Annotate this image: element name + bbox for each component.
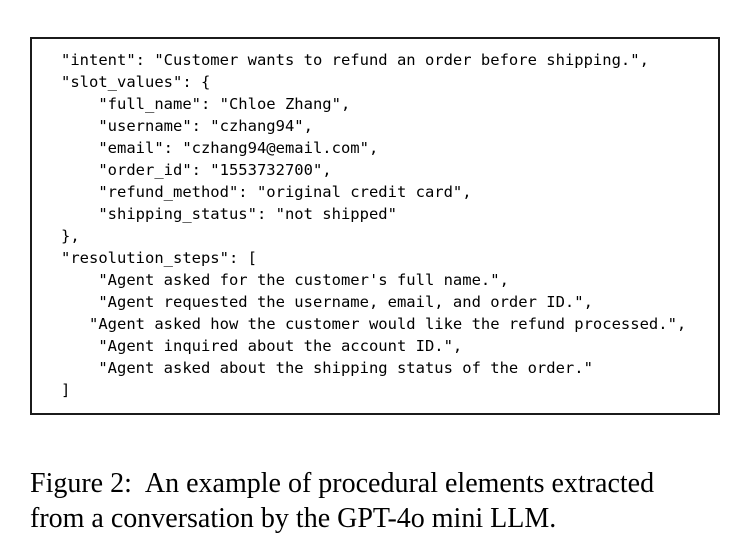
code-line-order-id: "order_id": "1553732700", — [61, 161, 332, 179]
figure-number-label: Figure 2: — [30, 468, 132, 499]
code-line-username: "username": "czhang94", — [61, 117, 313, 135]
code-line-refund-method: "refund_method": "original credit card", — [61, 183, 472, 201]
code-line-slot-values-open: "slot_values": { — [61, 73, 211, 91]
code-line-resolution-steps-open: "resolution_steps": [ — [61, 249, 257, 267]
code-line-full-name: "full_name": "Chloe Zhang", — [61, 95, 351, 113]
code-line-shipping-status: "shipping_status": "not shipped" — [61, 205, 397, 223]
caption-line-1: Figure 2: An example of procedural elemen… — [30, 466, 730, 501]
caption-line-1-text: An example of procedural elements extrac… — [144, 468, 655, 499]
figure-caption: Figure 2: An example of procedural elemen… — [30, 466, 730, 536]
code-line-step-4: "Agent inquired about the account ID.", — [61, 337, 463, 355]
code-line-step-2: "Agent requested the username, email, an… — [61, 293, 593, 311]
code-line-resolution-steps-close: ] — [61, 381, 71, 399]
code-line-step-5: "Agent asked about the shipping status o… — [61, 359, 593, 377]
code-line-step-3: "Agent asked how the customer would like… — [61, 315, 687, 333]
code-line-email: "email": "czhang94@email.com", — [61, 139, 379, 157]
code-line-step-1: "Agent asked for the customer's full nam… — [61, 271, 509, 289]
extracted-elements-code-box: "intent": "Customer wants to refund an o… — [30, 37, 720, 415]
code-line-intent: "intent": "Customer wants to refund an o… — [61, 51, 649, 69]
caption-line-2: from a conversation by the GPT-4o mini L… — [30, 503, 557, 534]
code-line-slot-values-close: }, — [61, 227, 80, 245]
